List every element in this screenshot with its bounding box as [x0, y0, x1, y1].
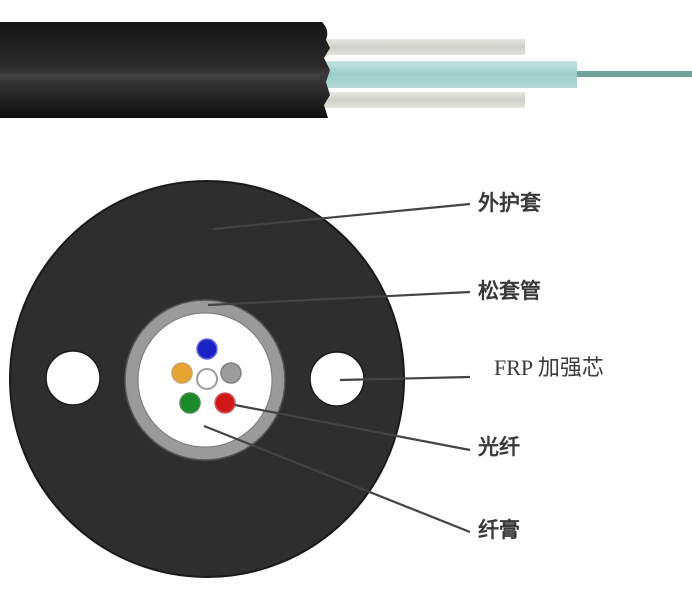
- side-frp-rod-upper: [322, 39, 525, 55]
- label-frp-strength-member: FRP 加强芯: [494, 355, 604, 380]
- side-loose-tube: [322, 61, 577, 88]
- label-fiber-gel: 纤膏: [478, 518, 520, 542]
- cable-cross-section: [9, 180, 405, 578]
- cable-side-view: [0, 22, 692, 118]
- fiber-center: [196, 368, 218, 390]
- leader-outer-jacket: [212, 202, 471, 231]
- label-outer-jacket: 外护套: [478, 191, 541, 215]
- side-frp-rod-lower: [322, 92, 525, 108]
- frp-strength-member-left: [45, 350, 101, 406]
- label-loose-tube: 松套管: [478, 279, 541, 303]
- label-optical-fiber: 光纤: [478, 435, 520, 459]
- fiber-red: [214, 392, 236, 414]
- leader-fiber-gel: [203, 424, 471, 534]
- fiber-blue: [196, 338, 218, 360]
- fiber-orange: [171, 362, 193, 384]
- side-fiber: [577, 71, 692, 77]
- side-outer-jacket: [0, 22, 330, 118]
- leader-loose-tube: [207, 290, 471, 307]
- fiber-gray: [220, 362, 242, 384]
- leader-frp: [339, 375, 471, 382]
- leader-lines: [203, 202, 471, 534]
- fiber-green: [179, 392, 201, 414]
- leader-optical-fiber: [234, 403, 471, 452]
